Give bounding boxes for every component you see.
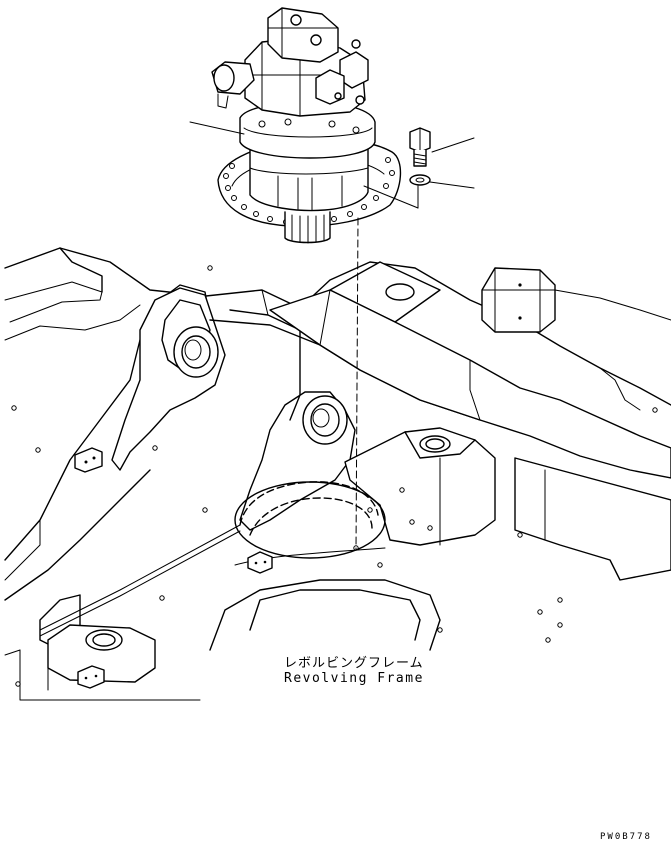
leader-lines [189, 121, 475, 551]
frame-label-english: Revolving Frame [282, 671, 426, 686]
drawing-code: PW0B778 [600, 832, 652, 842]
revolving-frame [4, 247, 671, 701]
mounting-bolt [409, 127, 431, 167]
swing-motor [211, 7, 402, 244]
washer [409, 174, 431, 186]
frame-label-japanese: レボルビングフレーム [282, 652, 426, 671]
